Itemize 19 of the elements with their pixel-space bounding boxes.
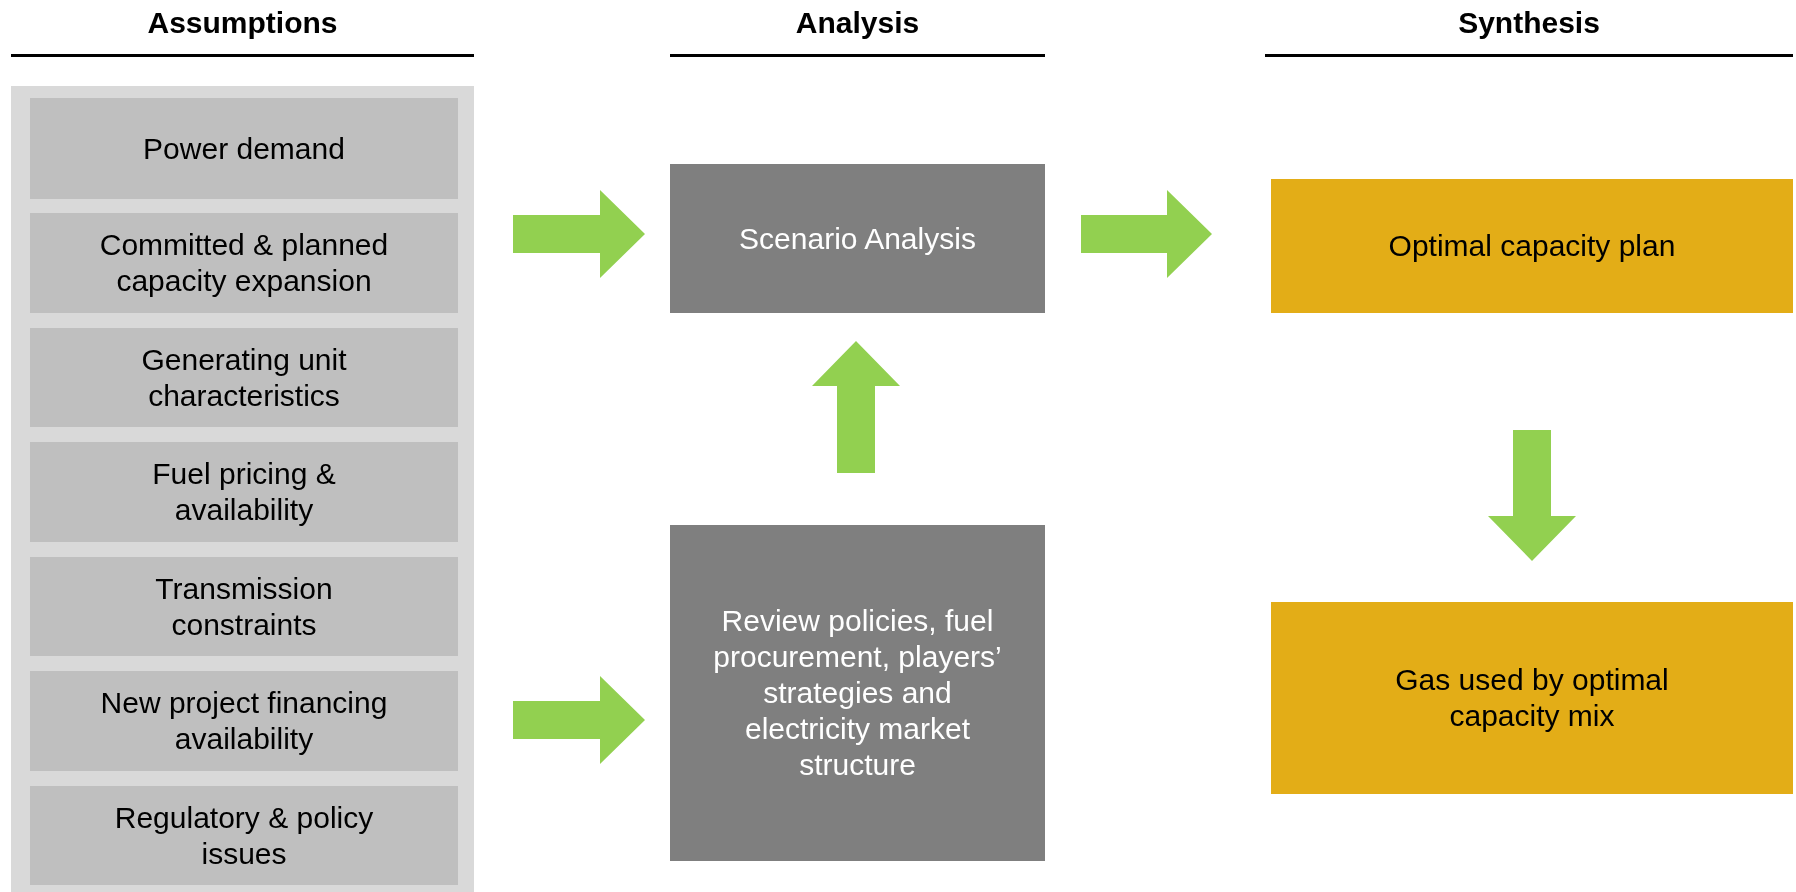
process-box: Power demand bbox=[30, 98, 458, 199]
process-box: Fuel pricing & availability bbox=[30, 442, 458, 542]
block-arrow bbox=[812, 341, 900, 473]
process-box: Review policies, fuel procurement, players’ strategies and electricity market structure bbox=[670, 525, 1045, 861]
process-box: Scenario Analysis bbox=[670, 164, 1045, 313]
column-heading: Analysis bbox=[794, 6, 921, 40]
column-heading: Assumptions bbox=[146, 6, 339, 40]
process-box: Regulatory & policy issues bbox=[30, 786, 458, 885]
block-arrow bbox=[1081, 190, 1212, 278]
process-box: New project financing availability bbox=[30, 671, 458, 771]
block-arrow bbox=[1488, 430, 1576, 561]
process-box: Gas used by optimal capacity mix bbox=[1271, 602, 1793, 794]
column-heading: Synthesis bbox=[1457, 6, 1601, 40]
process-box: Generating unit characteristics bbox=[30, 328, 458, 427]
block-arrow bbox=[513, 676, 645, 764]
process-box: Optimal capacity plan bbox=[1271, 179, 1793, 313]
process-box: Transmission constraints bbox=[30, 557, 458, 656]
process-box: Committed & planned capacity expansion bbox=[30, 213, 458, 313]
block-arrow bbox=[513, 190, 645, 278]
